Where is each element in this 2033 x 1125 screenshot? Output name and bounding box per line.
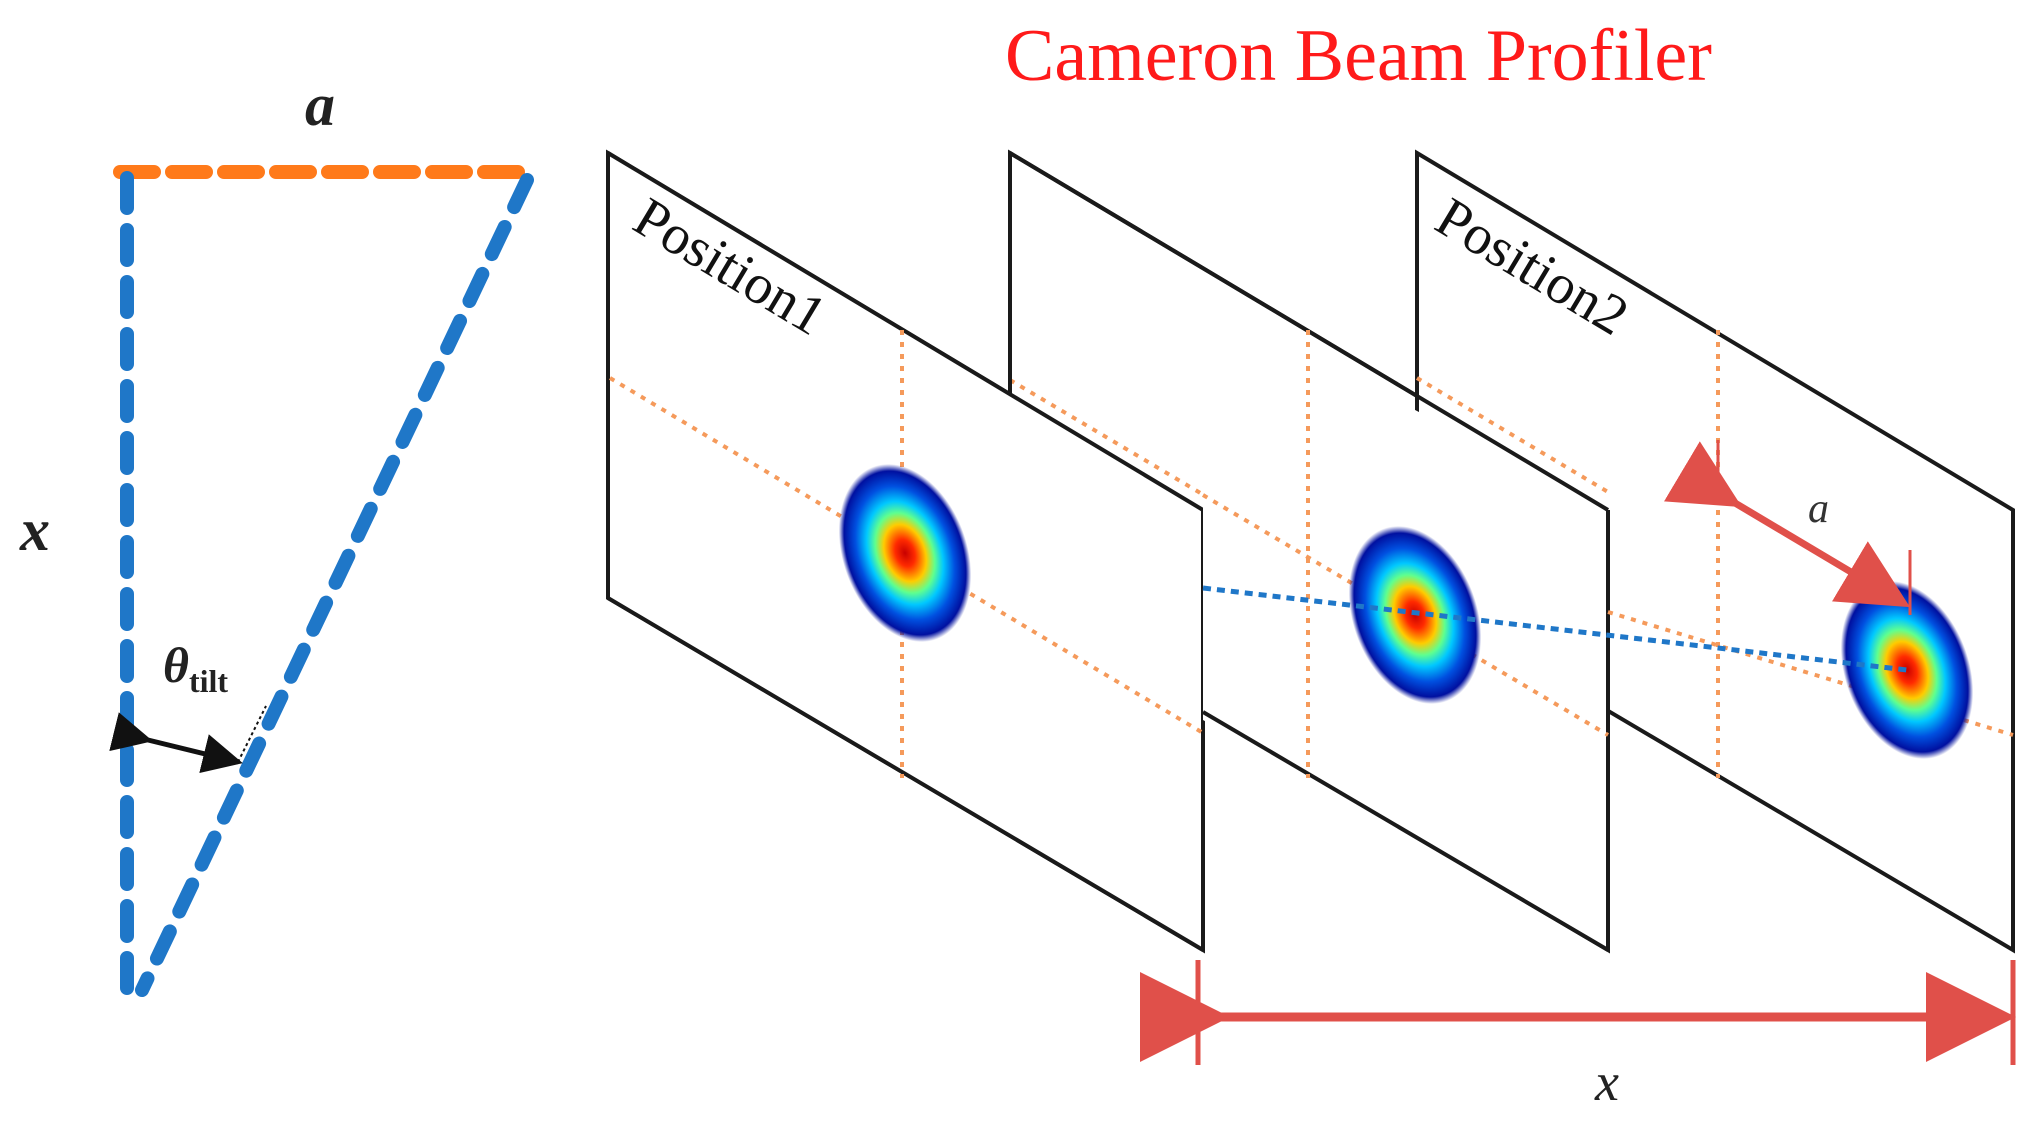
triangle-a-label: a (305, 72, 335, 138)
theta-subscript: tilt (189, 663, 228, 699)
tilt-angle-arrow (109, 712, 243, 774)
triangle-hypotenuse (135, 173, 534, 997)
displacement-arrow (1663, 441, 1911, 608)
beam-spot-3 (1840, 580, 1974, 760)
panel-3-crosshair-horizontal-upper (1415, 376, 1610, 494)
beam-path-line (1202, 585, 1908, 673)
distance-label: x (1594, 1052, 1619, 1112)
diagram-title: Cameron Beam Profiler (1005, 15, 1712, 97)
triangle-x-label: x (19, 497, 50, 563)
panel-1-top-edge (606, 151, 1205, 512)
displacement-label: a (1808, 486, 1829, 532)
beam-spot-1-top (838, 463, 972, 643)
tilt-triangle: a x θtilt (19, 72, 539, 1007)
displacement-indicator: a (1663, 440, 1912, 615)
panel-2-bottom-edge (1201, 710, 1610, 952)
theta-symbol: θ (163, 637, 189, 693)
panel-1-bottom-edge (606, 596, 1205, 952)
tilt-angle-leader (237, 705, 267, 763)
distance-dimension: x (1140, 960, 2016, 1112)
theta-tilt-label: θtilt (163, 637, 228, 699)
